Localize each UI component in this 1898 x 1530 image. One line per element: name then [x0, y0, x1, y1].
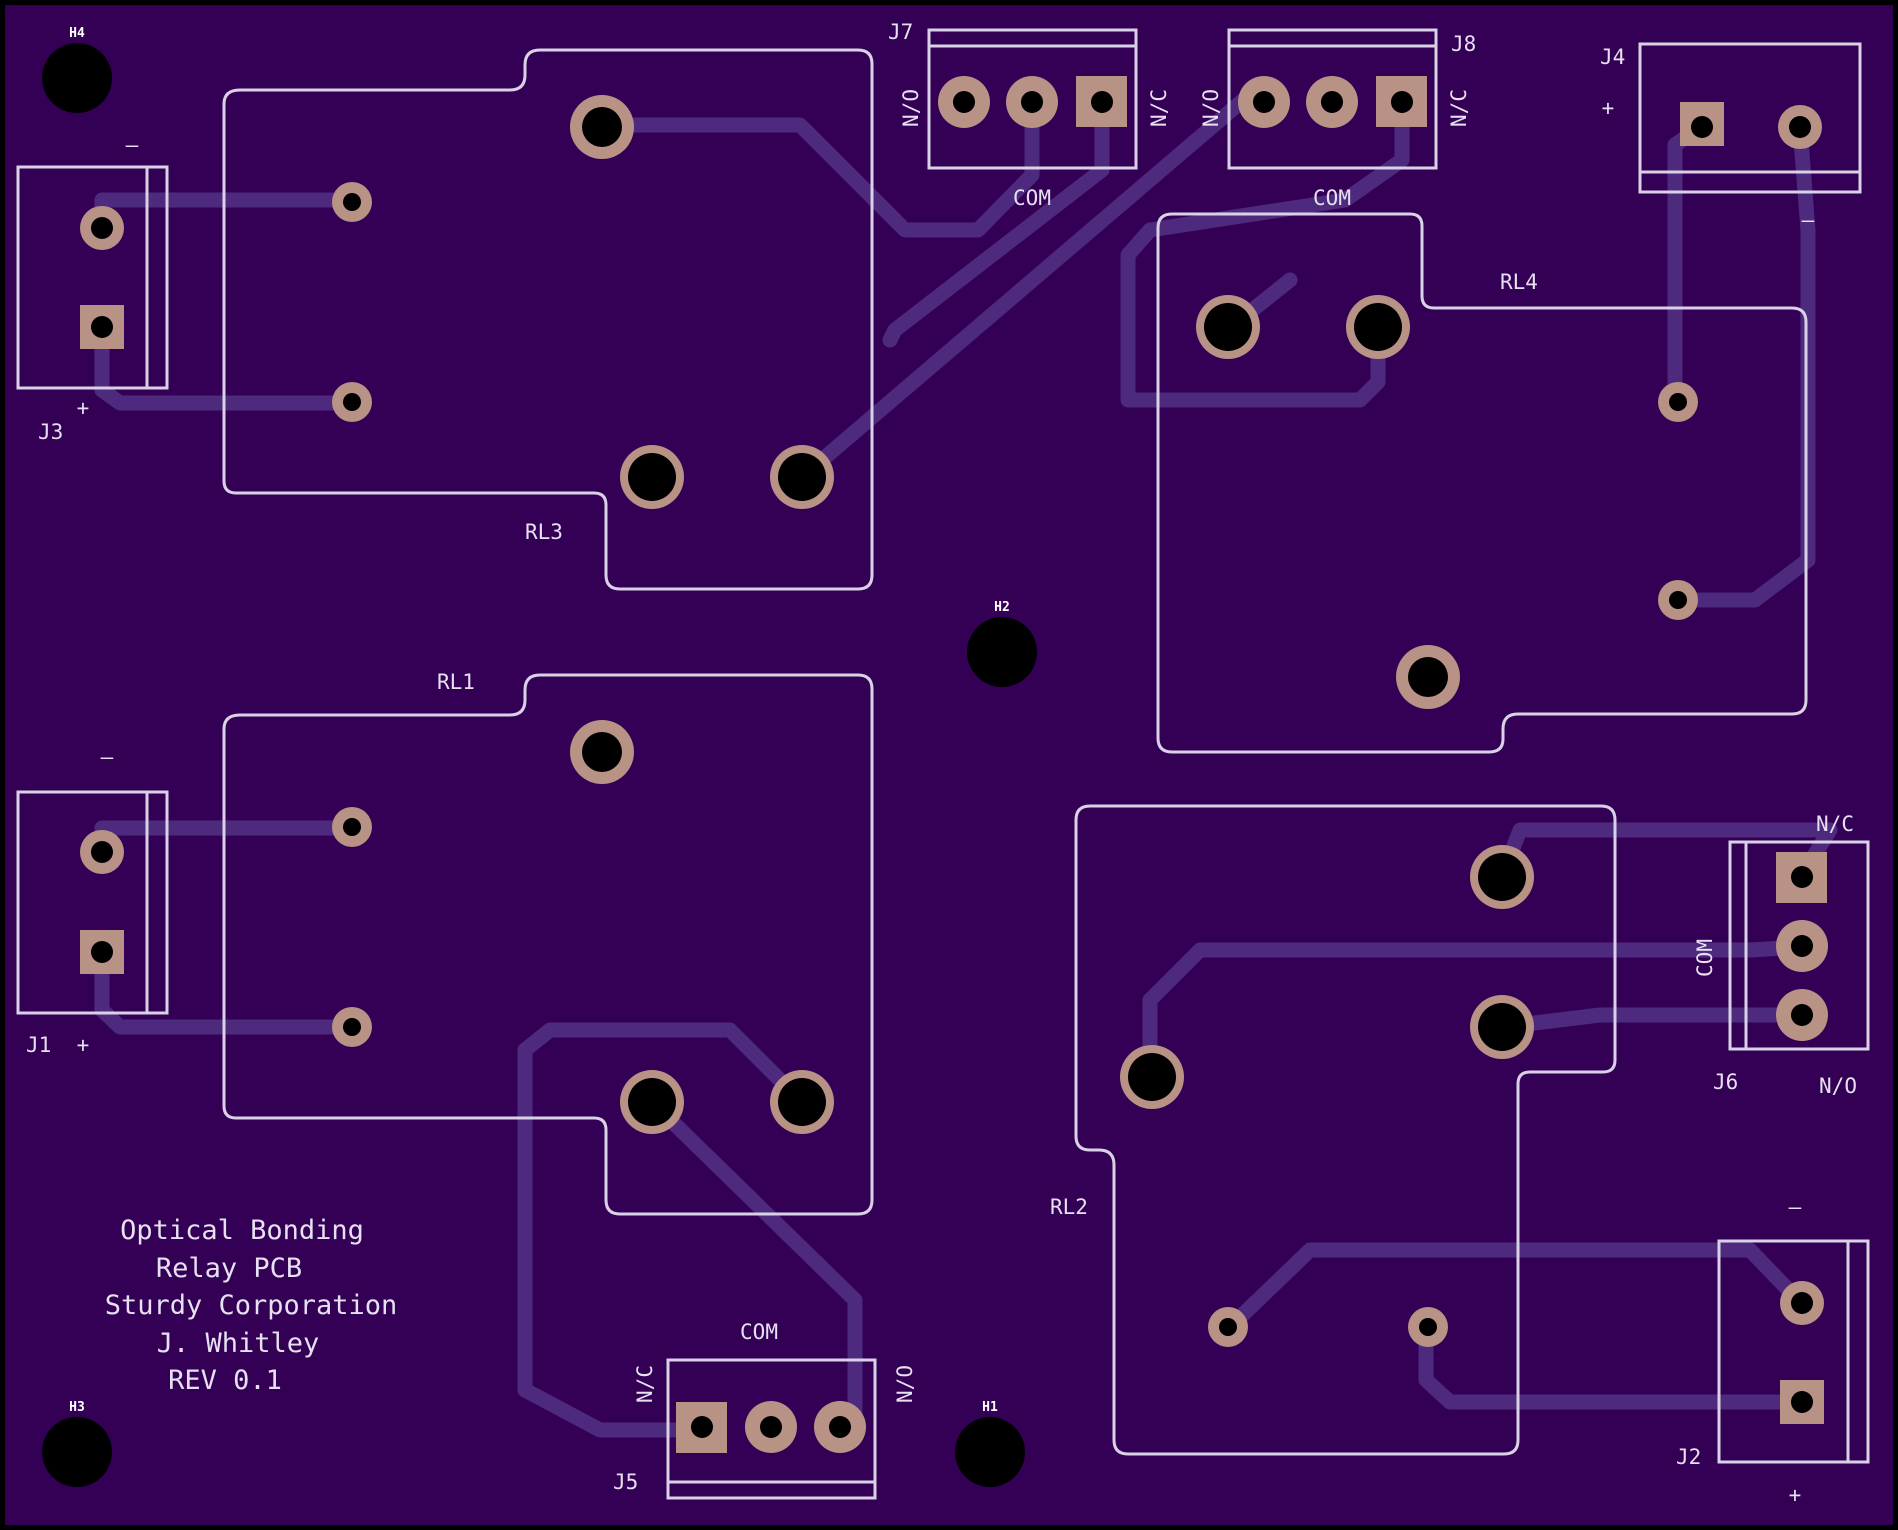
connector-outline-j2 — [1717, 1239, 1870, 1464]
pin-label-com: COM — [740, 1320, 778, 1344]
relay-label-rl3: RL3 — [525, 520, 563, 544]
pin-label-no: N/O — [893, 1365, 917, 1403]
pin-label-no: N/O — [1199, 89, 1223, 127]
board-note-line: REV 0.1 — [168, 1365, 282, 1396]
mounting-hole-h3 — [42, 1417, 112, 1487]
hole-label-h2: H2 — [994, 600, 1010, 615]
connector-outline-j4 — [1638, 42, 1862, 194]
polarity-plus-j4: + — [1602, 96, 1615, 120]
trace — [1120, 92, 1410, 408]
mounting-holes: H4 H2 H3 H1 — [42, 26, 1037, 1487]
hole-label-h4: H4 — [69, 26, 85, 41]
pin-label-com: COM — [1693, 939, 1717, 977]
connector-label-j2: J2 — [1676, 1445, 1701, 1469]
polarity-minus-j1: – — [101, 745, 114, 769]
trace — [594, 92, 1040, 238]
pin-label-no: N/O — [899, 89, 923, 127]
mounting-hole-h4 — [42, 43, 112, 113]
relay-outline-rl3 — [222, 48, 874, 591]
trace — [517, 1022, 810, 1438]
pin-label-com: COM — [1013, 186, 1051, 210]
relay-pads — [332, 95, 1698, 1347]
trace — [94, 944, 358, 1035]
connector-label-j1: J1 — [26, 1033, 51, 1057]
silkscreen — [16, 28, 1870, 1500]
board-note-line: J. Whitley — [157, 1328, 320, 1359]
connector-outline-j5 — [666, 1358, 877, 1500]
relay-outline-rl4 — [1156, 212, 1808, 754]
connector-label-j8: J8 — [1451, 32, 1476, 56]
polarity-plus-j1: + — [77, 1033, 90, 1057]
trace — [1670, 119, 1816, 608]
silkscreen-labels: RL3 RL4 RL1 RL2 J7 J8 J4 J3 J1 J6 J2 J5 … — [26, 20, 1857, 1507]
relay-outline-rl2 — [1074, 804, 1617, 1456]
board-note-line: Optical Bonding — [120, 1215, 364, 1246]
connector-outline-j3 — [16, 165, 169, 390]
connector-label-j3: J3 — [38, 420, 63, 444]
hole-label-h1: H1 — [982, 1400, 998, 1415]
trace — [1418, 1319, 1808, 1410]
connector-outline-j1 — [16, 790, 169, 1015]
trace — [882, 92, 1110, 348]
trace — [1494, 1007, 1808, 1035]
pin-label-com: COM — [1313, 186, 1351, 210]
connector-pads — [80, 76, 1828, 1453]
mounting-hole-h2 — [967, 617, 1037, 687]
trace — [1142, 939, 1808, 1084]
board-note-line: Relay PCB — [156, 1253, 302, 1284]
relay-label-rl1: RL1 — [437, 670, 475, 694]
polarity-plus-j2: + — [1789, 1483, 1802, 1507]
polarity-minus-j4: – — [1802, 208, 1815, 232]
pin-label-no: N/O — [1819, 1074, 1857, 1098]
polarity-minus-j2: – — [1789, 1195, 1802, 1219]
relay-label-rl2: RL2 — [1050, 1195, 1088, 1219]
mounting-hole-h1 — [955, 1417, 1025, 1487]
connector-label-j5: J5 — [613, 1470, 638, 1494]
pin-label-nc: N/C — [1147, 89, 1171, 127]
pin-label-nc: N/C — [1447, 89, 1471, 127]
connector-outline-j8 — [1227, 28, 1438, 170]
connector-outline-j7 — [927, 28, 1138, 170]
trace — [644, 1094, 863, 1438]
connector-label-j7: J7 — [888, 20, 913, 44]
polarity-minus-j3: – — [126, 133, 139, 157]
connector-label-j4: J4 — [1600, 45, 1625, 69]
relay-label-rl4: RL4 — [1500, 270, 1538, 294]
relay-outline-rl1 — [222, 673, 874, 1216]
connector-label-j6: J6 — [1713, 1070, 1738, 1094]
board-note-line: Sturdy Corporation — [105, 1290, 398, 1321]
trace — [1494, 822, 1838, 886]
hole-label-h3: H3 — [69, 1400, 85, 1415]
pin-label-nc: N/C — [633, 1365, 657, 1403]
connector-outline-j6 — [1728, 840, 1870, 1051]
trace — [794, 82, 1263, 485]
trace — [1222, 1242, 1808, 1335]
pin-label-nc: N/C — [1816, 812, 1854, 836]
trace — [94, 319, 358, 411]
polarity-plus-j3: + — [77, 396, 90, 420]
